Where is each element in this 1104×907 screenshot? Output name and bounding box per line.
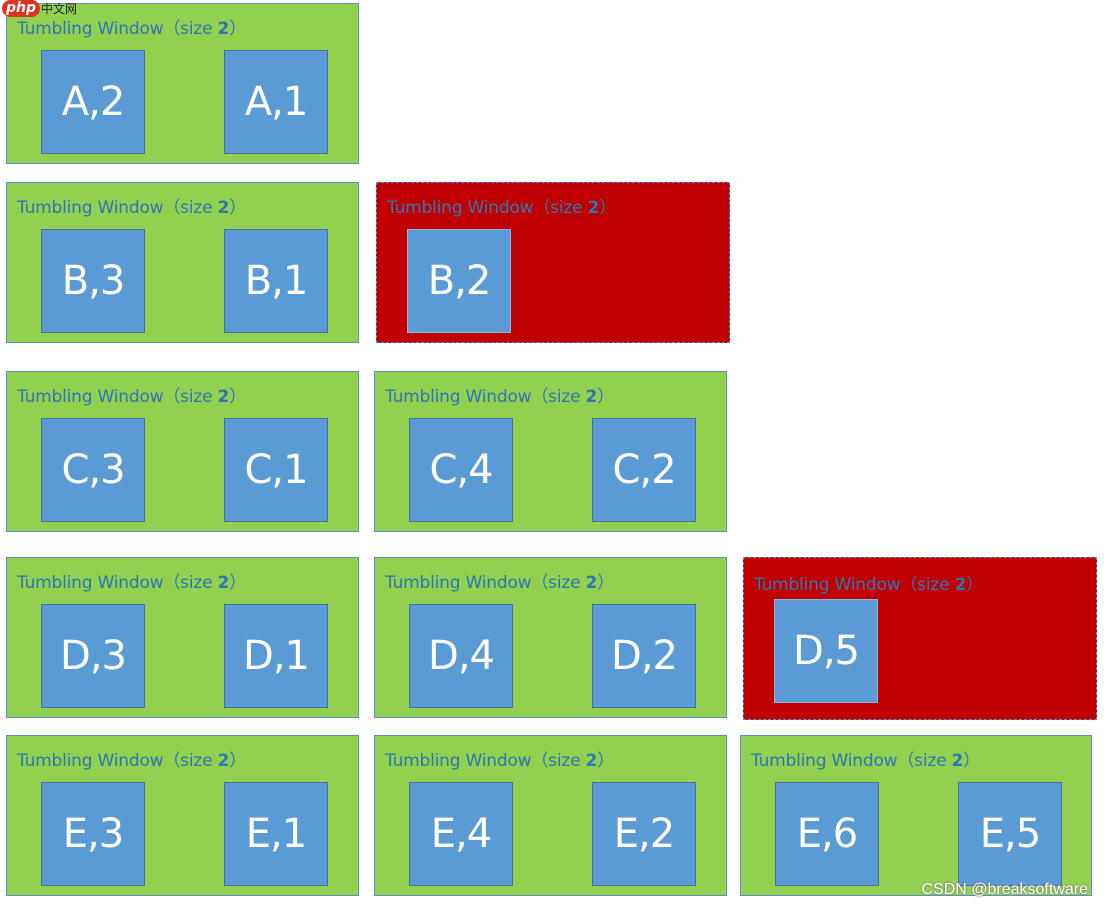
event-item: E,2 bbox=[592, 782, 696, 886]
tumbling-window: Tumbling Window（size 2） E,3 E,1 bbox=[6, 735, 359, 896]
window-label-suffix: ） bbox=[229, 198, 246, 218]
window-size-value: 2 bbox=[217, 387, 230, 407]
tumbling-window: Tumbling Window（size 2） D,3 D,1 bbox=[6, 557, 359, 718]
window-size-value: 2 bbox=[587, 198, 600, 218]
window-label: Tumbling Window（size 2） bbox=[754, 570, 983, 595]
logo-php-text: php bbox=[2, 0, 41, 17]
window-label-prefix: Tumbling Window（size bbox=[751, 751, 952, 771]
window-label: Tumbling Window（size 2） bbox=[17, 14, 246, 39]
tumbling-window: Tumbling Window（size 2） E,4 E,2 bbox=[374, 735, 727, 896]
tumbling-window: Tumbling Window（size 2） D,4 D,2 bbox=[374, 557, 727, 718]
window-label-suffix: ） bbox=[229, 751, 246, 771]
window-label-prefix: Tumbling Window（size bbox=[754, 575, 955, 595]
window-label-prefix: Tumbling Window（size bbox=[17, 198, 218, 218]
window-label-prefix: Tumbling Window（size bbox=[385, 573, 586, 593]
window-size-value: 2 bbox=[217, 198, 230, 218]
tumbling-window: Tumbling Window（size 2） E,6 E,5 bbox=[740, 735, 1092, 896]
window-label-prefix: Tumbling Window（size bbox=[387, 198, 588, 218]
event-item: C,4 bbox=[409, 418, 513, 522]
window-label: Tumbling Window（size 2） bbox=[17, 382, 246, 407]
incomplete-window: Tumbling Window（size 2） B,2 bbox=[376, 182, 730, 343]
event-item: D,4 bbox=[409, 604, 513, 708]
tumbling-window: Tumbling Window（size 2） C,3 C,1 bbox=[6, 371, 359, 532]
window-label-suffix: ） bbox=[597, 751, 614, 771]
window-label-prefix: Tumbling Window（size bbox=[385, 387, 586, 407]
window-label-suffix: ） bbox=[229, 387, 246, 407]
watermark: CSDN @breaksoftware bbox=[921, 881, 1088, 898]
event-item: E,1 bbox=[224, 782, 328, 886]
event-item: E,5 bbox=[958, 782, 1062, 886]
event-item: D,3 bbox=[41, 604, 145, 708]
window-label: Tumbling Window（size 2） bbox=[385, 382, 614, 407]
event-item: D,1 bbox=[224, 604, 328, 708]
window-size-value: 2 bbox=[951, 751, 964, 771]
window-label-suffix: ） bbox=[229, 19, 246, 39]
window-size-value: 2 bbox=[585, 387, 598, 407]
window-size-value: 2 bbox=[217, 19, 230, 39]
window-label-suffix: ） bbox=[597, 387, 614, 407]
window-label-prefix: Tumbling Window（size bbox=[17, 387, 218, 407]
window-label-prefix: Tumbling Window（size bbox=[385, 751, 586, 771]
site-logo: php 中文网 bbox=[2, 0, 77, 17]
event-item: A,1 bbox=[224, 50, 328, 154]
window-size-value: 2 bbox=[217, 573, 230, 593]
event-item: E,3 bbox=[41, 782, 145, 886]
window-size-value: 2 bbox=[585, 573, 598, 593]
event-item: B,2 bbox=[407, 229, 511, 333]
window-label-suffix: ） bbox=[229, 573, 246, 593]
event-item: D,5 bbox=[774, 599, 878, 703]
window-label: Tumbling Window（size 2） bbox=[17, 746, 246, 771]
window-label: Tumbling Window（size 2） bbox=[385, 746, 614, 771]
window-label: Tumbling Window（size 2） bbox=[387, 193, 616, 218]
window-label: Tumbling Window（size 2） bbox=[17, 568, 246, 593]
event-item: E,4 bbox=[409, 782, 513, 886]
window-label-suffix: ） bbox=[963, 751, 980, 771]
window-size-value: 2 bbox=[585, 751, 598, 771]
logo-cn-text: 中文网 bbox=[41, 2, 78, 16]
event-item: D,2 bbox=[592, 604, 696, 708]
event-item: B,3 bbox=[41, 229, 145, 333]
window-label: Tumbling Window（size 2） bbox=[17, 193, 246, 218]
window-label-prefix: Tumbling Window（size bbox=[17, 19, 218, 39]
event-item: C,2 bbox=[592, 418, 696, 522]
incomplete-window: Tumbling Window（size 2） D,5 bbox=[743, 557, 1097, 720]
window-label-prefix: Tumbling Window（size bbox=[17, 573, 218, 593]
window-label: Tumbling Window（size 2） bbox=[385, 568, 614, 593]
event-item: E,6 bbox=[775, 782, 879, 886]
window-size-value: 2 bbox=[217, 751, 230, 771]
window-size-value: 2 bbox=[954, 575, 967, 595]
window-label-suffix: ） bbox=[966, 575, 983, 595]
tumbling-window: Tumbling Window（size 2） B,3 B,1 bbox=[6, 182, 359, 343]
event-item: C,1 bbox=[224, 418, 328, 522]
event-item: B,1 bbox=[224, 229, 328, 333]
window-label-prefix: Tumbling Window（size bbox=[17, 751, 218, 771]
event-item: A,2 bbox=[41, 50, 145, 154]
tumbling-window: Tumbling Window（size 2） C,4 C,2 bbox=[374, 371, 727, 532]
tumbling-window: Tumbling Window（size 2） A,2 A,1 bbox=[6, 3, 359, 164]
window-label-suffix: ） bbox=[597, 573, 614, 593]
window-label: Tumbling Window（size 2） bbox=[751, 746, 980, 771]
window-label-suffix: ） bbox=[599, 198, 616, 218]
event-item: C,3 bbox=[41, 418, 145, 522]
